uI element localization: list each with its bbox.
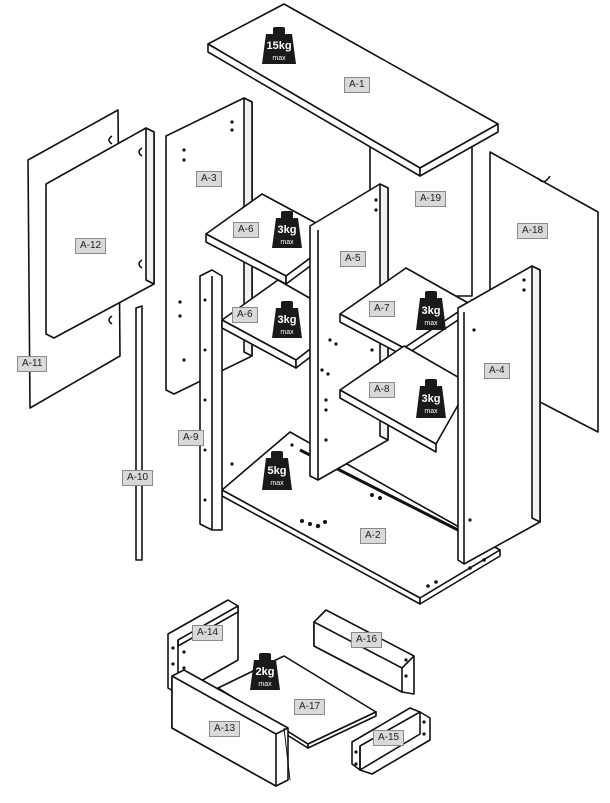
weight-icon (272, 301, 302, 338)
weight-icon (262, 27, 296, 64)
shelf-a7 (339, 267, 471, 357)
panel-a9 (199, 269, 223, 531)
label-a19: A-19 (415, 191, 447, 207)
door-a12 (45, 127, 155, 339)
label-a14: A-14 (192, 625, 224, 641)
label-a15: A-15 (373, 730, 405, 746)
weight-icon (416, 379, 446, 418)
label-a17: A-17 (294, 699, 326, 715)
weight-icon (272, 211, 302, 248)
label-a2: A-2 (360, 528, 386, 544)
label-a16: A-16 (351, 632, 383, 648)
label-a18: A-18 (517, 223, 549, 239)
label-a8: A-8 (369, 382, 395, 398)
label-a6-lower: A-6 (232, 307, 258, 323)
label-a12: A-12 (75, 238, 107, 254)
label-a7: A-7 (369, 301, 395, 317)
rod-a10 (135, 305, 143, 561)
label-a6-upper: A-6 (233, 222, 259, 238)
weight-icon (416, 291, 446, 330)
weight-icon (250, 653, 280, 690)
label-a9: A-9 (178, 430, 204, 446)
label-a1: A-1 (344, 77, 370, 93)
label-a3: A-3 (196, 171, 222, 187)
drawer-a16 (313, 609, 415, 695)
panel-a2 (221, 431, 501, 605)
label-a11: A-11 (17, 356, 48, 372)
label-a5: A-5 (340, 251, 366, 267)
weight-icon (262, 451, 292, 490)
label-a10: A-10 (122, 470, 154, 486)
label-a4: A-4 (484, 363, 510, 379)
label-a13: A-13 (209, 721, 241, 737)
panel-a4 (457, 265, 541, 565)
